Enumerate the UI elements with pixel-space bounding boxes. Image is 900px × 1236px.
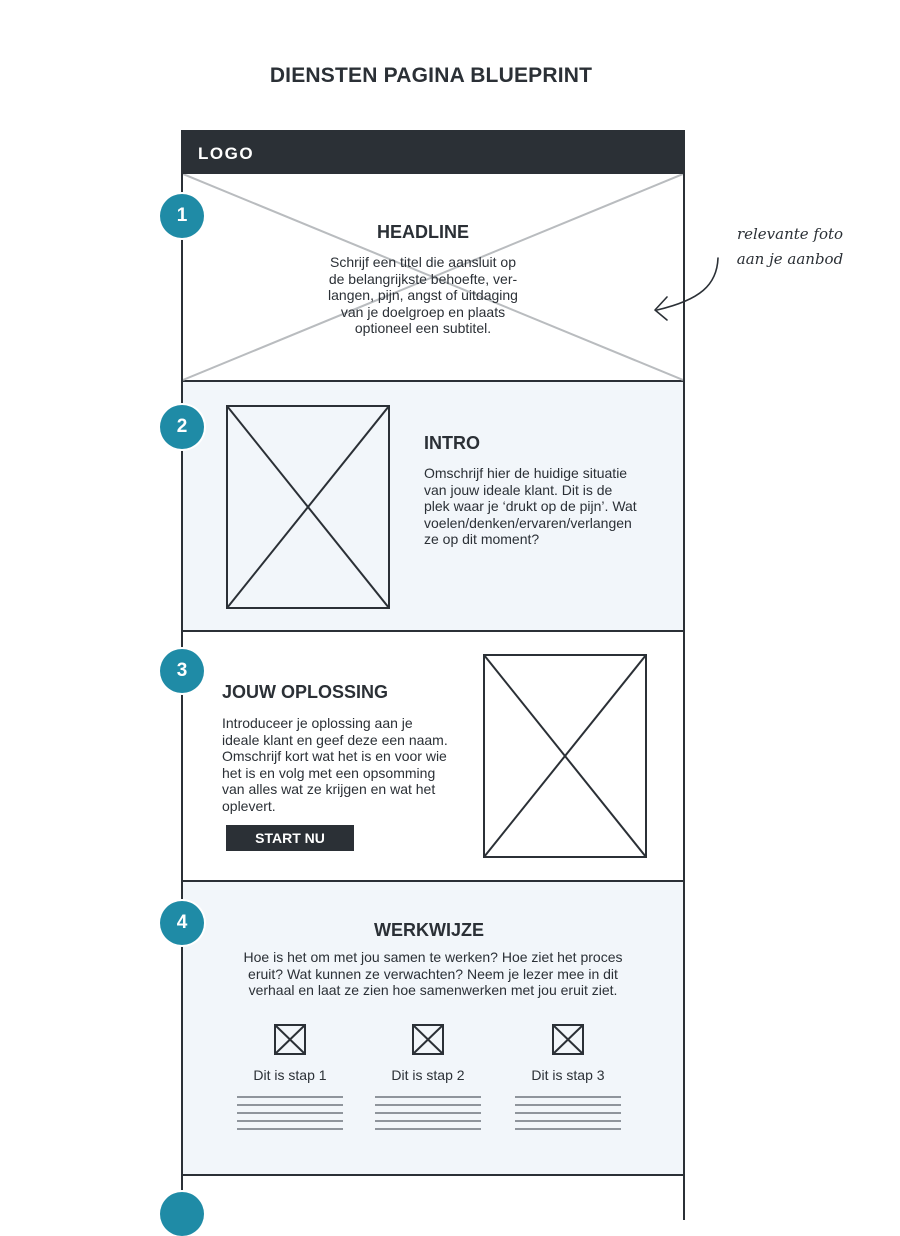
solution-text: Introduceer je oplossing aan je ideale k… <box>222 715 462 814</box>
intro-text: Omschrijf hier de huidige situatie van j… <box>424 465 664 548</box>
section-number-badge: 1 <box>160 194 204 238</box>
solution-image-placeholder <box>483 654 647 858</box>
solution-text-line: Introduceer je oplossing aan je <box>222 715 413 731</box>
werkwijze-text: Hoe is het om met jou samen te werken? H… <box>213 949 653 999</box>
text-line-placeholder <box>375 1128 481 1130</box>
step-image-placeholder <box>412 1024 444 1055</box>
text-line-placeholder <box>237 1096 343 1098</box>
text-line-placeholder <box>375 1104 481 1106</box>
step-label: Dit is stap 3 <box>531 1067 605 1083</box>
annotation-note: relevante foto aan je aanbod <box>725 222 855 272</box>
step-label: Dit is stap 2 <box>391 1067 465 1083</box>
intro-text-line: plek waar je ‘drukt op de pijn’. Wat <box>424 498 637 514</box>
text-line-placeholder <box>515 1112 621 1114</box>
section-werkwijze <box>183 882 683 1176</box>
solution-text-line: Omschrijf kort wat het is en voor wie <box>222 748 447 764</box>
headline-text-line: langen, pijn, angst of uitdaging <box>328 287 518 303</box>
annotation-arrow-icon <box>654 257 719 321</box>
text-line-placeholder <box>237 1128 343 1130</box>
section-intro <box>183 382 683 632</box>
headline-text-line: Schrijf een titel die aansluit op <box>330 254 516 270</box>
werkwijze-heading: WERKWIJZE <box>374 920 484 940</box>
hero-image-placeholder <box>183 174 683 381</box>
text-line-placeholder <box>515 1104 621 1106</box>
text-line-placeholder <box>515 1096 621 1098</box>
text-line-placeholder <box>375 1112 481 1114</box>
step-image-placeholder <box>552 1024 584 1055</box>
solution-heading: JOUW OPLOSSING <box>222 682 389 702</box>
headline-heading: HEADLINE <box>376 222 469 242</box>
headline-text-line: de belangrijkste behoefte, ver- <box>328 270 518 287</box>
annotation-line: relevante foto <box>736 225 844 243</box>
section-headline <box>183 174 683 382</box>
section-number-badge <box>160 1192 204 1236</box>
intro-text-line: ze op dit moment? <box>424 531 540 547</box>
section-number-badge: 4 <box>160 901 204 945</box>
logo[interactable]: LOGO <box>181 130 685 174</box>
intro-text-line: voelen/denken/ervaren/verlangen <box>424 514 632 531</box>
intro-text-line: Omschrijf hier de huidige situatie <box>424 465 628 481</box>
step-label: Dit is stap 1 <box>253 1067 327 1083</box>
solution-text-line: ideale klant en geef deze een naam. <box>222 731 448 748</box>
intro-image-placeholder <box>226 405 390 609</box>
text-line-placeholder <box>515 1120 621 1122</box>
text-line-placeholder <box>515 1128 621 1130</box>
solution-text-line: van alles wat ze krijgen en wat het <box>222 781 436 797</box>
solution-text-line: oplevert. <box>222 797 276 814</box>
text-line-placeholder <box>237 1112 343 1114</box>
section-number-badge: 3 <box>160 649 204 693</box>
page-title: DIENSTEN PAGINA BLUEPRINT <box>269 64 593 87</box>
text-line-placeholder <box>375 1120 481 1122</box>
headline-text-line: van je doelgroep en plaats <box>340 303 506 320</box>
section-next <box>183 1176 683 1236</box>
headline-text-line: optioneel een subtitel. <box>354 320 492 336</box>
werkwijze-text-line: eruit? Wat kunnen ze verwachten? Neem je… <box>248 965 618 982</box>
werkwijze-text-line: Hoe is het om met jou samen te werken? H… <box>243 949 623 965</box>
text-line-placeholder <box>237 1120 343 1122</box>
text-line-placeholder <box>375 1096 481 1098</box>
section-number-badge: 2 <box>160 405 204 449</box>
werkwijze-text-line: verhaal en laat ze zien hoe samenwerken … <box>248 982 618 998</box>
step-image-placeholder <box>274 1024 306 1055</box>
headline-text: Schrijf een titel die aansluit op de bel… <box>303 254 543 337</box>
intro-text-line: van jouw ideale klant. Dit is de <box>424 481 613 498</box>
solution-text-line: het is en volg met een opsomming <box>222 764 436 781</box>
annotation-line: aan je aanbod <box>736 250 844 268</box>
start-now-button[interactable]: START NU <box>226 825 354 851</box>
intro-heading: INTRO <box>424 433 480 453</box>
text-line-placeholder <box>237 1104 343 1106</box>
